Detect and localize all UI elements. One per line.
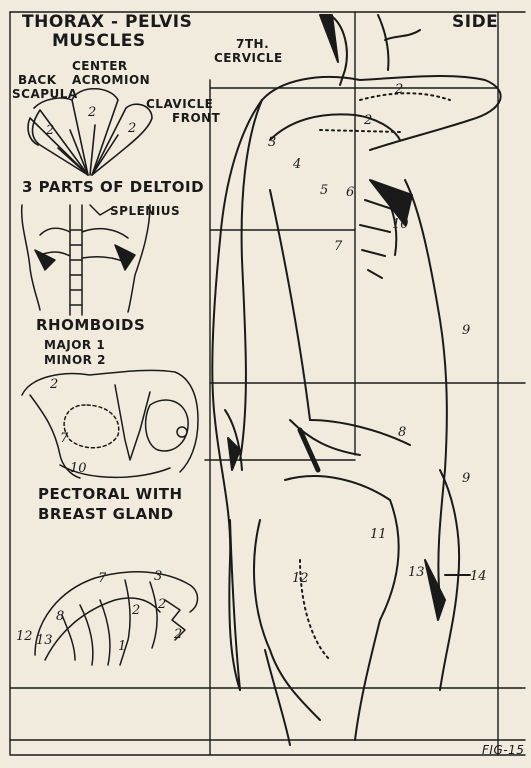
lower-number-2a: 2 bbox=[132, 603, 141, 618]
figure-number-9a: 9 bbox=[462, 323, 471, 338]
cervical-label-line2: CERVICLE bbox=[214, 51, 283, 65]
lower-number-2b: 2 bbox=[158, 597, 167, 612]
splenius-label: SPLENIUS bbox=[110, 204, 181, 218]
lower-number-7: 7 bbox=[98, 571, 107, 586]
figure-number-4: 4 bbox=[293, 157, 302, 172]
deltoid-number-center: 2 bbox=[88, 105, 97, 120]
figure-number-13: 13 bbox=[408, 565, 425, 580]
pectoral-number-2: 2 bbox=[50, 377, 59, 392]
lower-number-2c: 2 bbox=[174, 627, 183, 642]
deltoid-caption: 3 PARTS OF DELTOID bbox=[22, 178, 205, 196]
deltoid-number-back: 2 bbox=[46, 123, 55, 138]
rhomboids-minor: MINOR 2 bbox=[44, 353, 106, 367]
pectoral-caption-line1: PECTORAL WITH bbox=[38, 485, 183, 503]
deltoid-clavicle-label: CLAVICLE bbox=[146, 97, 214, 111]
figure-label: FIG-15 bbox=[482, 743, 525, 757]
cervical-label-line1: 7TH. bbox=[236, 37, 270, 51]
lower-number-3: 3 bbox=[154, 569, 163, 584]
pectoral-caption-line2: BREAST GLAND bbox=[38, 505, 174, 523]
figure-number-9b: 9 bbox=[462, 471, 471, 486]
pectoral-number-7: 7 bbox=[60, 431, 69, 446]
lower-side-sketch bbox=[34, 571, 199, 666]
title-line1: THORAX - PELVIS bbox=[22, 12, 193, 32]
figure-number-10: 10 bbox=[392, 217, 409, 232]
rhomboids-title: RHOMBOIDS bbox=[36, 316, 146, 334]
deltoid-center-label: CENTER bbox=[72, 59, 128, 73]
figure-number-3: 3 bbox=[268, 135, 277, 150]
rhomboid-sketch bbox=[20, 204, 151, 316]
figure-number-8: 8 bbox=[398, 425, 407, 440]
figure-number-2-delt: 2 bbox=[395, 82, 404, 97]
pectoral-number-10: 10 bbox=[70, 461, 87, 476]
rhomboids-major: MAJOR 1 bbox=[44, 338, 106, 352]
proportion-grid bbox=[9, 11, 526, 756]
lower-number-13: 13 bbox=[36, 633, 53, 648]
figure-number-5: 5 bbox=[320, 183, 329, 198]
figure-number-2-clav: 2 bbox=[364, 113, 373, 128]
lower-number-8: 8 bbox=[56, 609, 65, 624]
title-line2: MUSCLES bbox=[52, 31, 146, 51]
figure-number-6: 6 bbox=[346, 185, 355, 200]
figure-number-14: 14 bbox=[470, 569, 487, 584]
figure-number-12: 12 bbox=[292, 571, 309, 586]
deltoid-number-front: 2 bbox=[128, 121, 137, 136]
pectoral-sketch bbox=[21, 369, 199, 479]
deltoid-scapula-label: SCAPULA bbox=[12, 87, 78, 101]
lower-number-12: 12 bbox=[16, 629, 33, 644]
side-figure bbox=[211, 14, 502, 746]
view-label: SIDE bbox=[452, 12, 499, 32]
deltoid-back-label: BACK bbox=[18, 73, 57, 87]
figure-number-7: 7 bbox=[334, 239, 343, 254]
deltoid-acromion-label: ACROMION bbox=[72, 73, 151, 87]
lower-number-1: 1 bbox=[118, 639, 127, 654]
deltoid-fan-sketch bbox=[27, 88, 153, 176]
figure-number-11: 11 bbox=[370, 527, 387, 542]
deltoid-front-label: FRONT bbox=[172, 111, 221, 125]
